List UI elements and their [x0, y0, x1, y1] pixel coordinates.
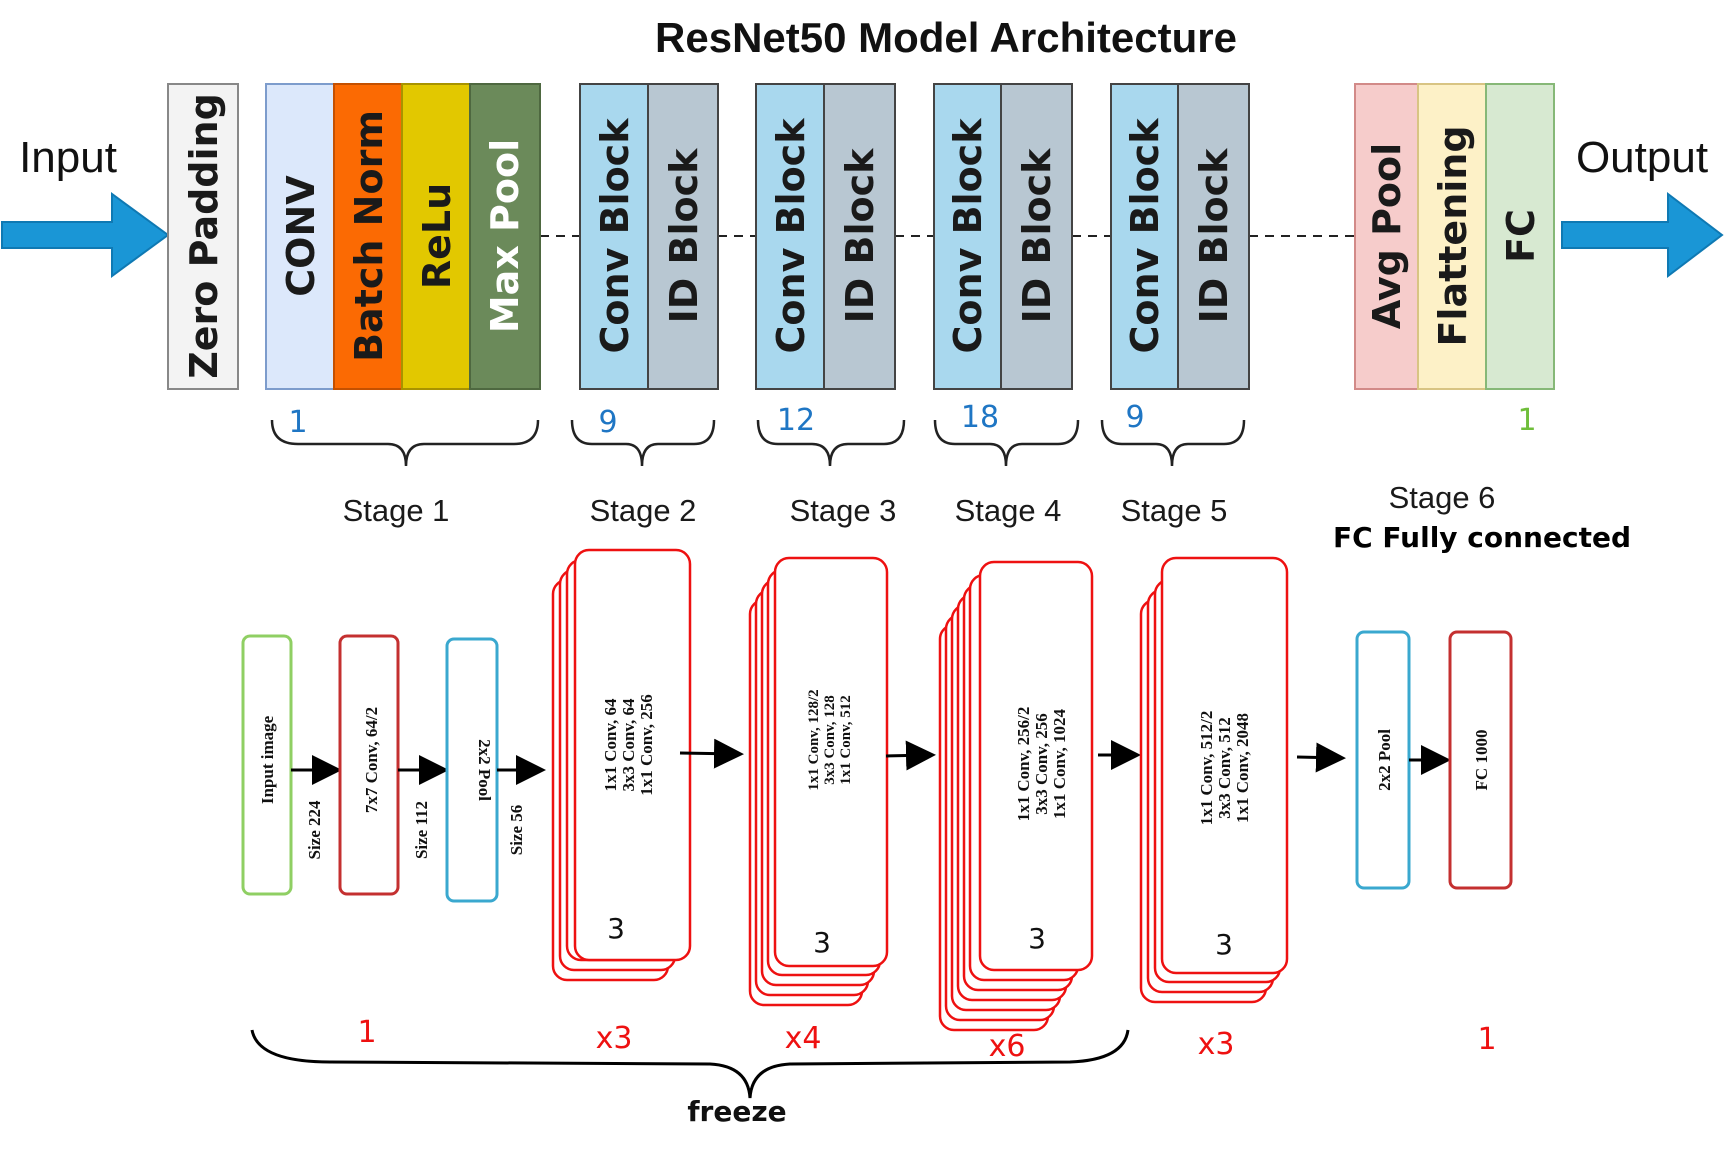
- stage5-count: 9: [1125, 400, 1144, 435]
- stage5-layer-count: 3: [1215, 928, 1233, 961]
- stage3-stack: [748, 556, 889, 1007]
- freeze-brace: [250, 1029, 1130, 1099]
- stage4-stack: [938, 560, 1094, 1032]
- conv-block-label: Conv Block: [593, 118, 637, 354]
- stage4-rep: x6: [989, 1029, 1026, 1064]
- stage6-rep: 1: [1477, 1022, 1496, 1057]
- stage4-conv-1: 1x1 Conv, 256/2: [1014, 707, 1033, 822]
- svg-text:1x1 Conv, 128/23x3 Conv, 1281x: 1x1 Conv, 128/23x3 Conv, 1281x1 Conv, 51…: [806, 689, 854, 790]
- output-arrow: [1561, 191, 1724, 279]
- output-label: Output: [1576, 133, 1708, 182]
- svg-text:1x1 Conv, 256/23x3 Conv, 2561x: 1x1 Conv, 256/23x3 Conv, 2561x1 Conv, 10…: [1014, 707, 1069, 822]
- id-block-label: ID Block: [1192, 148, 1236, 324]
- conv-block-label: Conv Block: [1123, 118, 1167, 354]
- stage4-layer-count: 3: [1028, 922, 1046, 955]
- final-pool-label: 2x2 Pool: [1375, 729, 1394, 791]
- stage3-count: 12: [777, 403, 815, 438]
- stage5-stack: [1139, 556, 1289, 1004]
- size-112-label: Size 112: [412, 801, 431, 859]
- svg-text:1x1 Conv, 512/23x3 Conv, 5121x: 1x1 Conv, 512/23x3 Conv, 5121x1 Conv, 20…: [1197, 711, 1252, 826]
- stage4-count: 18: [961, 400, 999, 435]
- stage5-label: Stage 5: [1121, 493, 1228, 528]
- stage2-layer-count: 3: [607, 912, 625, 945]
- size-56-label: Size 56: [507, 805, 526, 856]
- conv-block-label: Conv Block: [946, 118, 990, 354]
- stage3-label: Stage 3: [790, 493, 897, 528]
- stage6-count: 1: [1517, 403, 1536, 438]
- bottom-network: Input image Size 224 7x7 Conv, 64/2 Size…: [241, 548, 1513, 1032]
- stage5-blocks: Conv Block ID Block: [1110, 83, 1250, 390]
- stage1-blocks: CONV Batch Norm ReLu Max Pool: [265, 83, 541, 390]
- flattening-label: Flattening: [1431, 125, 1475, 346]
- max-pool-label: Max Pool: [483, 139, 527, 333]
- id-block-label: ID Block: [1015, 148, 1059, 324]
- id-block-label: ID Block: [662, 148, 706, 324]
- stage2-blocks: Conv Block ID Block: [579, 83, 719, 390]
- stage5-conv-1: 1x1 Conv, 512/2: [1197, 711, 1216, 826]
- fc1000-box: [1448, 630, 1513, 890]
- conv-label: CONV: [279, 175, 323, 297]
- zero-padding-block: Zero Padding: [167, 83, 239, 390]
- stage2-conv-3: 1x1 Conv, 256: [637, 694, 656, 796]
- stage1-rep: 1: [357, 1015, 376, 1050]
- stage3-conv-1: 1x1 Conv, 128/2: [806, 689, 822, 790]
- stage-braces: [270, 419, 1246, 467]
- stage4-conv-2: 3x3 Conv, 256: [1032, 713, 1051, 815]
- fc-label: FC: [1499, 209, 1543, 263]
- stage2-rep: x3: [596, 1021, 633, 1056]
- stage5-conv-2: 3x3 Conv, 512: [1215, 717, 1234, 819]
- input-image-label: Input image: [258, 715, 277, 804]
- id-block-label: ID Block: [838, 148, 882, 324]
- input-label: Input: [19, 133, 117, 182]
- stage5-conv-3: 1x1 Conv, 2048: [1233, 713, 1252, 823]
- stage2-count: 9: [598, 405, 617, 440]
- stage3-blocks: Conv Block ID Block: [755, 83, 896, 390]
- size-224-label: Size 224: [305, 800, 324, 860]
- fc1000-label: FC 1000: [1472, 730, 1491, 791]
- stage2-conv-1: 1x1 Conv, 64: [601, 698, 620, 792]
- stage6-blocks: Avg Pool Flattening FC: [1354, 83, 1555, 390]
- stage3-conv-3: 1x1 Conv, 512: [838, 695, 854, 785]
- stage3-rep: x4: [785, 1021, 822, 1056]
- stage1-label: Stage 1: [343, 493, 450, 528]
- input-arrow: [1, 192, 170, 278]
- conv-block-label: Conv Block: [769, 118, 813, 354]
- relu-label: ReLu: [415, 183, 459, 289]
- stage6-label: Stage 6: [1389, 480, 1496, 515]
- conv7x7-box: [338, 634, 400, 896]
- batch-norm-label: Batch Norm: [347, 110, 391, 362]
- stage4-conv-3: 1x1 Conv, 1024: [1050, 708, 1069, 819]
- avg-pool-label: Avg Pool: [1365, 143, 1409, 329]
- stage2-conv-2: 3x3 Conv, 64: [619, 698, 638, 792]
- input-image-box: [241, 634, 293, 896]
- stage3-conv-2: 3x3 Conv, 128: [822, 695, 838, 785]
- svg-text:1x1 Conv, 643x3 Conv, 641x1 Co: 1x1 Conv, 643x3 Conv, 641x1 Conv, 256: [601, 694, 656, 796]
- diagram-title: ResNet50 Model Architecture: [655, 14, 1237, 61]
- conv7x7-label: 7x7 Conv, 64/2: [362, 707, 381, 813]
- stage2-stack: [551, 548, 692, 982]
- freeze-label: freeze: [687, 1095, 786, 1128]
- stage3-layer-count: 3: [813, 926, 831, 959]
- pool-label: 2x2 Pool: [475, 739, 494, 801]
- stage4-blocks: Conv Block ID Block: [933, 83, 1073, 390]
- zero-padding-label: Zero Padding: [182, 93, 226, 379]
- stage2-label: Stage 2: [590, 493, 697, 528]
- stage6-subtitle: FC Fully connected: [1333, 521, 1631, 554]
- stage4-label: Stage 4: [955, 493, 1062, 528]
- stage5-rep: x3: [1198, 1027, 1235, 1062]
- stage1-count: 1: [288, 405, 307, 440]
